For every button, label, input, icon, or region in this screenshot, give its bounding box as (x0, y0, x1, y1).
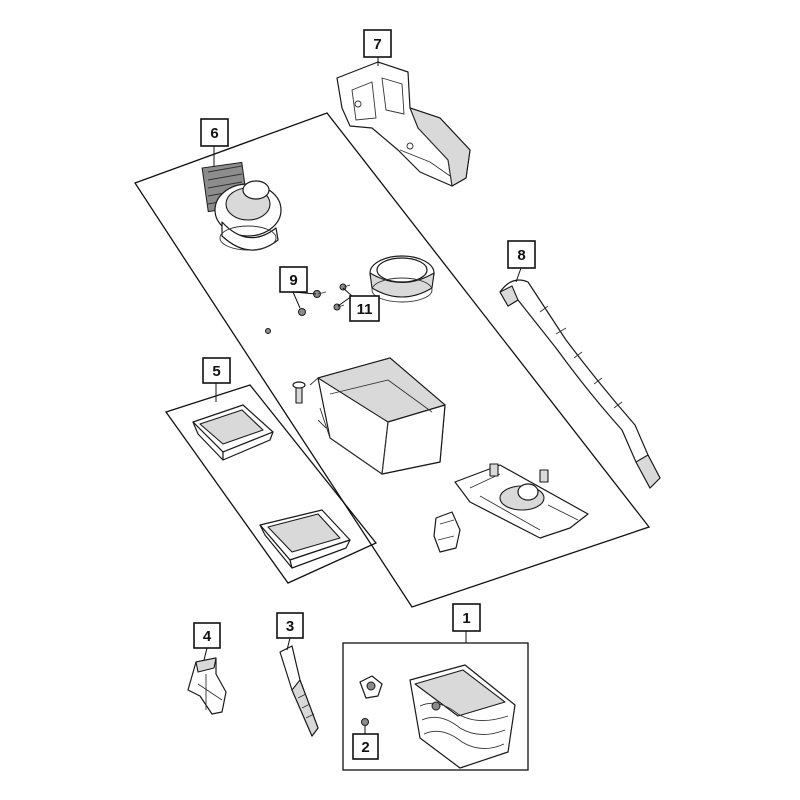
part-6-blower-motor (201, 161, 282, 251)
callout-11-label: 11 (357, 301, 373, 318)
callout-1: 1 (452, 603, 481, 632)
assembly-group-outline (134, 112, 651, 608)
part-11-ring (369, 255, 435, 303)
group-5-outline (164, 384, 378, 584)
bracket-part (433, 511, 461, 553)
part-8-hose (499, 279, 661, 489)
callout-8-label: 8 (517, 247, 525, 264)
callout-3-label: 3 (286, 618, 294, 635)
callout-3: 3 (276, 612, 304, 639)
fasteners-9-11 (265, 283, 351, 334)
bolt-part (292, 381, 306, 404)
callout-7-label: 7 (373, 36, 381, 53)
callout-5-label: 5 (212, 363, 220, 380)
part-3-rod (279, 645, 319, 737)
callout-6-label: 6 (210, 125, 218, 142)
callout-2: 2 (352, 733, 379, 760)
callout-8: 8 (507, 240, 536, 269)
callout-7: 7 (363, 29, 392, 58)
callout-5: 5 (202, 357, 231, 384)
part-1-bin (409, 664, 516, 769)
callout-11: 11 (349, 295, 380, 322)
callout-1-label: 1 (462, 610, 470, 627)
callout-6: 6 (200, 118, 229, 147)
callout-9: 9 (279, 266, 308, 293)
callout-9-label: 9 (289, 272, 297, 289)
part-4-clip (187, 657, 227, 715)
callout-4: 4 (193, 622, 221, 649)
housing-box (309, 357, 446, 475)
callout-2-label: 2 (361, 739, 369, 756)
part-7-shroud (336, 61, 471, 187)
group-1-outline (342, 642, 529, 771)
part-2-fastener (359, 675, 383, 726)
base-plate-assembly (454, 463, 589, 539)
part-5-tray-upper (192, 404, 274, 461)
part-5-tray-lower (259, 509, 351, 569)
callout-4-label: 4 (203, 628, 212, 645)
